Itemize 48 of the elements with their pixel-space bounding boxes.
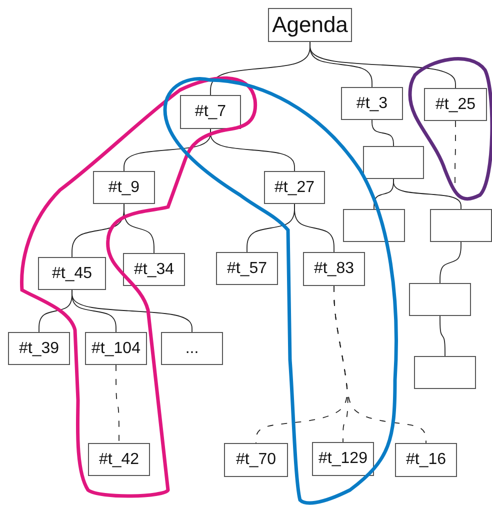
- node-box: [8, 332, 70, 365]
- empty-box: [409, 283, 471, 316]
- node-label: #t_27: [274, 178, 315, 196]
- connector: [294, 204, 334, 252]
- node-label: #t_7: [194, 103, 226, 121]
- node-label: #t_83: [314, 260, 354, 278]
- node-box: [161, 332, 223, 365]
- node-box: [395, 443, 457, 477]
- node-label: #t_42: [98, 450, 140, 468]
- connector: [372, 120, 394, 146]
- empty-box: [414, 356, 476, 389]
- connector: [440, 242, 462, 284]
- dashed-connector: [116, 364, 120, 444]
- node-box: [88, 443, 150, 476]
- connector: [124, 204, 154, 254]
- node-label: #t_9: [108, 178, 140, 196]
- node-box: [180, 95, 241, 129]
- node-label: #t_70: [236, 451, 276, 469]
- node-box: [38, 257, 106, 290]
- node-label: #t_129: [318, 450, 368, 468]
- node-label: ...: [185, 340, 199, 358]
- node-box: [264, 171, 325, 204]
- node-label: #t_104: [92, 340, 140, 358]
- node-box: [224, 443, 288, 477]
- node-label: #t_25: [435, 96, 476, 114]
- node-box: [85, 332, 147, 365]
- node-box: [341, 87, 403, 120]
- connector: [210, 128, 295, 172]
- node-box: [312, 442, 374, 476]
- node-box: [216, 252, 278, 285]
- node-box: [303, 252, 365, 286]
- node-box: [93, 171, 155, 204]
- node-label: Agenda: [272, 12, 348, 38]
- node-label: #t_39: [18, 340, 60, 358]
- node-label: #t_16: [406, 451, 446, 469]
- node-box: [424, 88, 487, 121]
- empty-box: [363, 146, 424, 179]
- connector: [393, 178, 462, 210]
- empty-box: [343, 209, 405, 242]
- node-label: #t_57: [226, 260, 268, 278]
- node-label: #t_34: [134, 260, 174, 278]
- node-label: #t_45: [52, 264, 92, 282]
- connector: [310, 42, 456, 88]
- empty-box: [430, 209, 492, 242]
- node-label: #t_3: [356, 94, 388, 112]
- connector: [72, 290, 192, 332]
- connector: [440, 316, 446, 356]
- node-box: [123, 253, 185, 286]
